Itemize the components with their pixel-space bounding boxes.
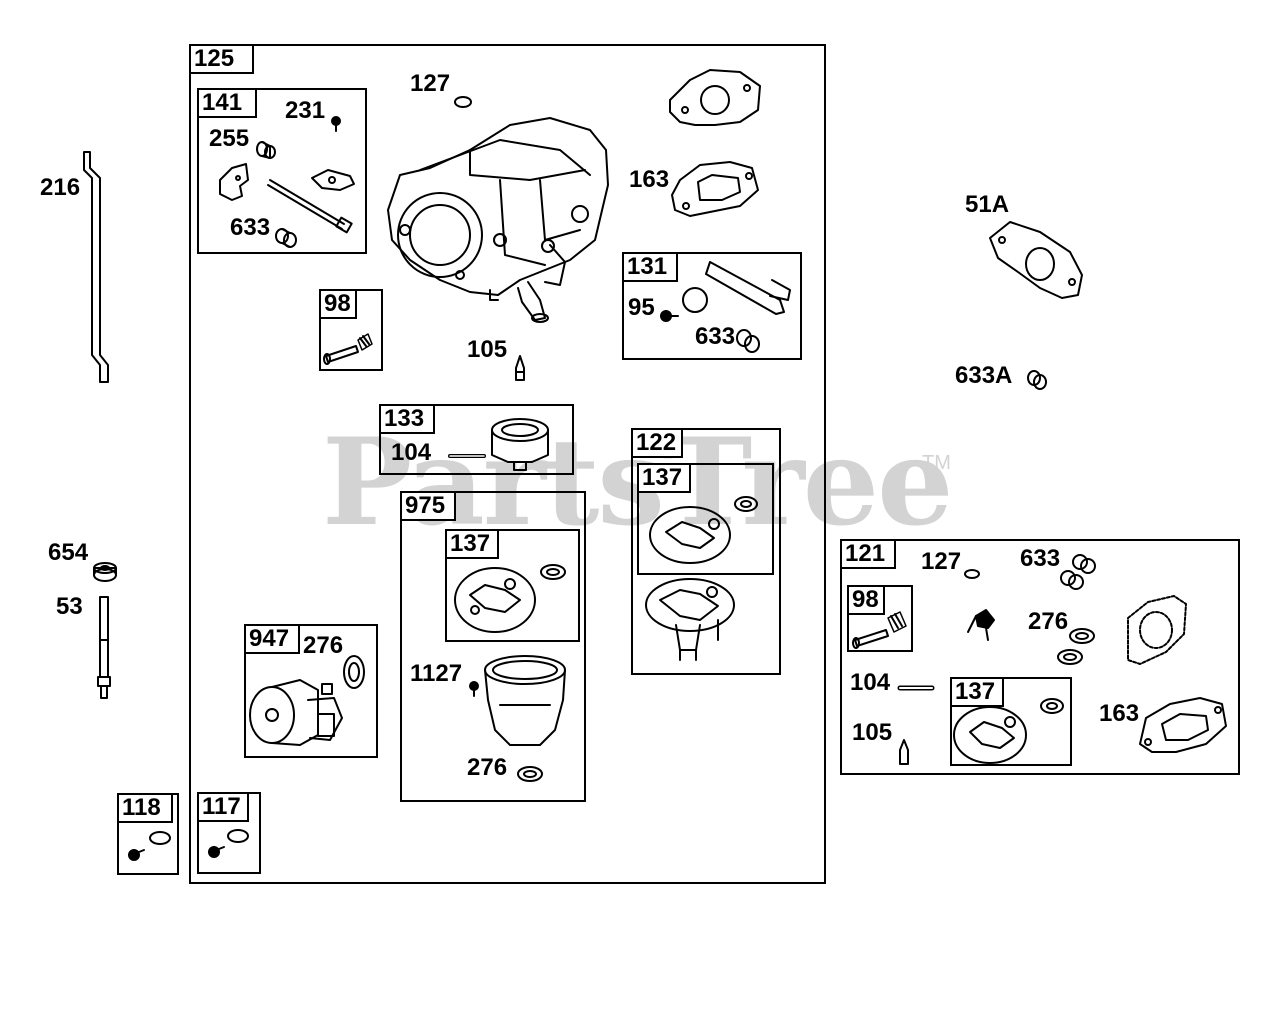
throttle-shaft-141	[267, 179, 353, 234]
part-label-654[interactable]: 654	[48, 539, 89, 566]
screw-95	[660, 310, 679, 322]
part-label-276-b[interactable]: 276	[467, 754, 508, 781]
governor-link-rod-216	[83, 151, 109, 383]
kit-tag-947[interactable]: 947	[244, 624, 300, 654]
idle-screw-98-a	[323, 333, 373, 365]
seal-276-a	[343, 655, 365, 689]
kit-frame-131	[622, 252, 802, 360]
part-label-255[interactable]: 255	[209, 125, 250, 152]
bushing-633-c	[1060, 554, 1096, 590]
kit-tag-117[interactable]: 117	[197, 792, 249, 822]
bowl-assembly-122	[645, 578, 735, 661]
kit-tag-137-c[interactable]: 137	[950, 677, 1004, 707]
needle-105-b	[899, 739, 909, 765]
seal-276-b	[517, 766, 543, 782]
idle-screw-98-b	[852, 611, 907, 649]
part-label-216[interactable]: 216	[40, 174, 81, 201]
bushing-633-a	[275, 228, 297, 248]
part-label-633-c[interactable]: 633	[1020, 545, 1061, 572]
stud-53	[97, 596, 111, 699]
part-label-127-a[interactable]: 127	[410, 70, 451, 97]
carburetor-body	[387, 117, 609, 323]
seal-276-c	[1057, 628, 1095, 665]
gasket-163-b	[1139, 697, 1227, 753]
choke-shaft-131	[705, 261, 791, 315]
o-ring-127	[454, 96, 472, 108]
part-label-276-a[interactable]: 276	[303, 632, 344, 659]
kit-tag-98-a[interactable]: 98	[319, 289, 357, 319]
spring-121	[967, 609, 995, 641]
kit-frame-947	[244, 624, 378, 758]
bowl-gasket-137-c	[953, 698, 1064, 764]
part-label-231[interactable]: 231	[285, 97, 326, 124]
o-ring-118	[149, 831, 171, 845]
part-label-51A[interactable]: 51A	[965, 191, 1010, 218]
choke-plate-131	[682, 287, 708, 313]
kit-tag-141[interactable]: 141	[197, 88, 257, 118]
throttle-plate-141	[311, 169, 355, 191]
kit-frame-137-a	[637, 463, 774, 575]
gasket-dashed	[1127, 595, 1187, 665]
kit-frame-137-b	[445, 529, 580, 642]
part-label-276-c[interactable]: 276	[1028, 608, 1069, 635]
kit-frame-121	[840, 539, 1240, 775]
screw-117	[208, 846, 225, 858]
part-label-104-b[interactable]: 104	[850, 669, 891, 696]
bowl-gasket-137-b	[454, 564, 566, 633]
throttle-lever-141	[219, 163, 249, 201]
part-label-105-b[interactable]: 105	[852, 719, 893, 746]
screw-118	[128, 849, 145, 861]
part-label-95[interactable]: 95	[628, 294, 655, 321]
gasket-163-a	[671, 161, 759, 217]
kit-frame-125	[189, 44, 826, 884]
solenoid-947	[249, 679, 343, 746]
trademark-mark: TM	[922, 452, 951, 474]
part-label-633-a[interactable]: 633	[230, 214, 271, 241]
gasket-51A	[989, 221, 1083, 299]
part-label-127-b[interactable]: 127	[921, 548, 962, 575]
float-bowl	[484, 655, 566, 746]
bowl-gasket-137-a	[649, 496, 758, 564]
float-133	[491, 418, 549, 471]
gasket-top	[669, 69, 761, 126]
kit-tag-137-a[interactable]: 137	[637, 463, 691, 493]
o-ring-127-b	[964, 569, 980, 579]
kit-frame-137-c	[950, 677, 1072, 766]
bushing-633-b	[736, 329, 760, 353]
bushing-633A	[1027, 370, 1047, 390]
kit-tag-133[interactable]: 133	[379, 404, 435, 434]
screw-1127	[469, 681, 479, 697]
part-label-104-a[interactable]: 104	[391, 439, 432, 466]
kit-tag-98-b[interactable]: 98	[847, 585, 885, 615]
screw-231	[331, 116, 341, 132]
part-label-633-b[interactable]: 633	[695, 323, 736, 350]
part-label-1127[interactable]: 1127	[410, 660, 463, 687]
needle-105-a	[515, 355, 525, 381]
kit-frame-975	[400, 491, 586, 802]
part-label-105-a[interactable]: 105	[467, 336, 508, 363]
o-ring-117	[227, 829, 249, 843]
kit-tag-975[interactable]: 975	[400, 491, 456, 521]
part-label-53[interactable]: 53	[56, 593, 83, 620]
kit-frame-122	[631, 428, 781, 675]
part-label-163-b[interactable]: 163	[1099, 700, 1140, 727]
bushing-255	[256, 141, 276, 159]
part-label-633A[interactable]: 633A	[955, 362, 1013, 389]
kit-frame-133	[379, 404, 574, 475]
kit-tag-121[interactable]: 121	[840, 539, 896, 569]
kit-tag-118[interactable]: 118	[117, 793, 173, 823]
part-label-163-a[interactable]: 163	[629, 166, 670, 193]
kit-tag-137-b[interactable]: 137	[445, 529, 499, 559]
kit-tag-122[interactable]: 122	[631, 428, 683, 458]
kit-tag-131[interactable]: 131	[622, 252, 678, 282]
kit-tag-125[interactable]: 125	[189, 44, 254, 74]
nut-654	[93, 562, 117, 582]
kit-frame-141	[197, 88, 367, 254]
